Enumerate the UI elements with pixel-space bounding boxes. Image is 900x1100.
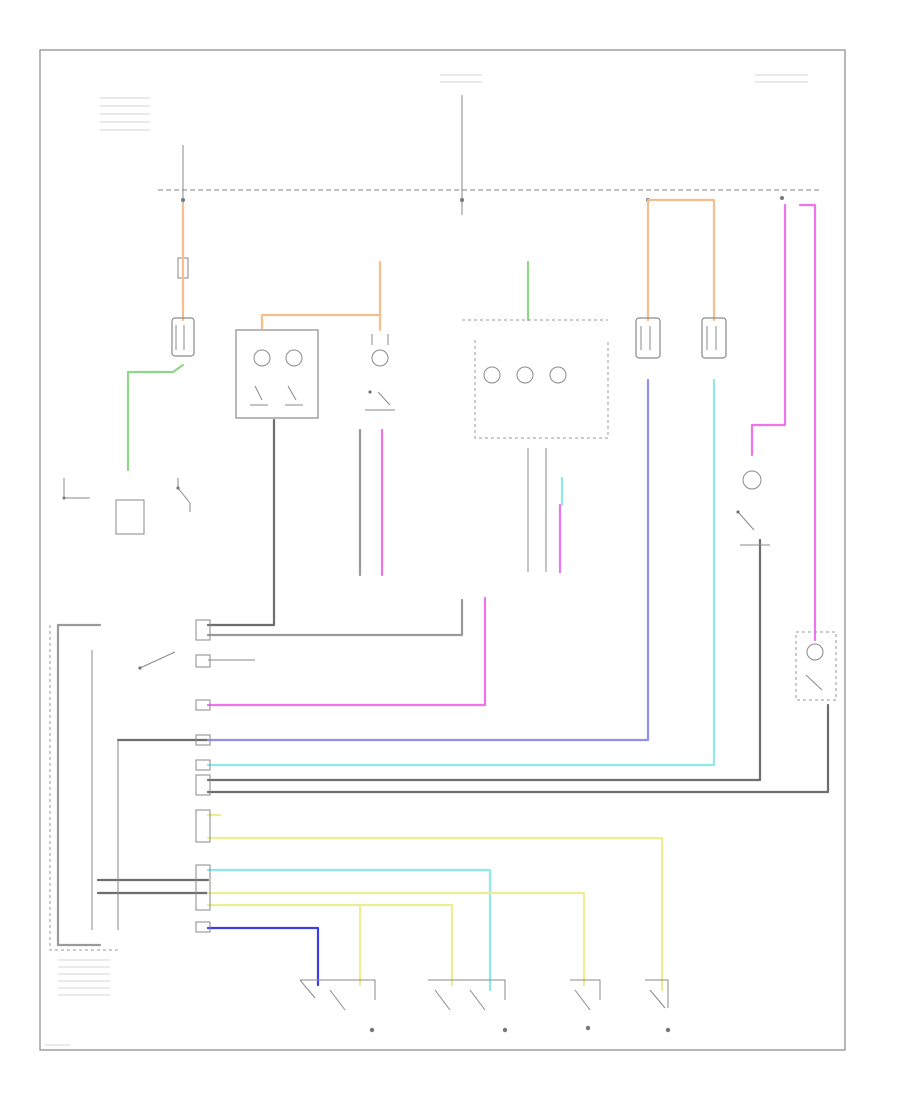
lamp-control-module (49, 625, 255, 951)
diagram-frame (39, 49, 846, 1051)
wire-pink-right-riser (750, 203, 787, 457)
front-door-lamp-switch (171, 317, 195, 512)
wire-black-bus-2 (96, 878, 210, 895)
left-courtesy-lamp (635, 317, 661, 359)
fuse-block-center (460, 95, 464, 215)
wire-gray-module-loop (56, 623, 102, 947)
instrument-cluster-box (62, 478, 145, 535)
wire-pink-module (206, 596, 487, 707)
instrument-cluster-indicators (462, 319, 609, 572)
wire-yellow-jamb-left (206, 903, 362, 987)
dome-lamp (235, 329, 319, 419)
wire-light-blue-right-courtesy (206, 378, 716, 767)
faint-labels (45, 74, 808, 1046)
wire-gray-cargo-return (206, 598, 464, 637)
wire-green-switch-feed (126, 363, 185, 472)
right-courtesy-lamp (701, 317, 727, 359)
wire-black-rear-ground (206, 703, 830, 794)
wire-orange-dome-feed (260, 260, 382, 330)
wire-dark-blue-jamb (206, 926, 320, 987)
wire-yellow-jamb-middle (206, 891, 586, 987)
module-connector-pins (195, 619, 211, 933)
wire-black-dome-ground (206, 418, 276, 627)
wire-pink-rear-riser (798, 203, 817, 642)
rear-courtesy-lamp (736, 470, 837, 701)
wire-black-courtesy-ground (206, 538, 762, 782)
wire-blue-left-courtesy (206, 378, 650, 742)
wire-yellow-jamb-center (358, 903, 454, 987)
wire-light-blue-jamb (206, 868, 492, 992)
door-jamb-switches (299, 979, 671, 1033)
cargo-lamp (365, 334, 395, 411)
wire-yellow-jamb-right (206, 836, 664, 992)
wire-orange-courtesy-feed (646, 198, 716, 322)
